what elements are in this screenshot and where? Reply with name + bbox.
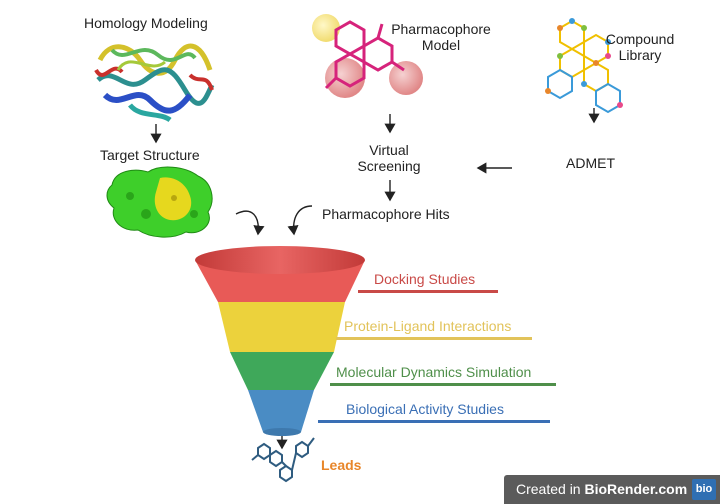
- protein-surface-image: [106, 166, 213, 238]
- stage-dynamics-underline: [330, 383, 556, 386]
- watermark-prefix: Created in: [516, 481, 585, 497]
- curved-arrow-left: [235, 210, 265, 236]
- leads-label: Leads: [321, 457, 362, 473]
- pharmacophore-hits-label: Pharmacophore Hits: [322, 206, 450, 222]
- stage-interactions-underline: [336, 337, 532, 340]
- compound-library-line-2: Library: [618, 47, 662, 63]
- funnel-rim: [195, 246, 365, 274]
- curved-arrow-right: [287, 205, 313, 236]
- pharmacophore-model-line-1: Pharmacophore: [391, 21, 491, 37]
- biorender-logo-icon: bio: [692, 479, 716, 500]
- admet-label: ADMET: [566, 155, 615, 171]
- compound-library-line-1: Compound: [605, 31, 675, 47]
- lead-molecules-image: [251, 437, 315, 483]
- homology-modeling-label: Homology Modeling: [84, 15, 208, 31]
- stage-activity-underline: [318, 420, 550, 423]
- stage-interactions-label: Protein-Ligand Interactions: [344, 318, 512, 334]
- stage-docking-label: Docking Studies: [374, 271, 476, 287]
- virtual-screening-line-2: Screening: [357, 158, 421, 174]
- virtual-screening-label: Virtual Screening: [344, 142, 434, 174]
- compound-library-atoms: [545, 18, 623, 108]
- target-structure-label: Target Structure: [100, 147, 200, 163]
- biorender-watermark[interactable]: Created in BioRender.com bio: [504, 475, 720, 504]
- funnel-section-activity: [248, 390, 314, 432]
- pharmacophore-model-line-2: Model: [421, 37, 461, 53]
- ribbon-protein-image: [94, 43, 215, 123]
- compound-library-label: Compound Library: [598, 31, 682, 63]
- watermark-brand: BioRender.com: [584, 481, 688, 497]
- virtual-screening-line-1: Virtual: [369, 142, 409, 158]
- pharmacophore-model-image: [312, 14, 423, 98]
- stage-activity-label: Biological Activity Studies: [346, 401, 504, 417]
- stage-dynamics-label: Molecular Dynamics Simulation: [336, 364, 532, 380]
- funnel-section-dynamics: [230, 352, 334, 390]
- funnel-section-interactions: [218, 302, 345, 352]
- pharmacophore-model-label: Pharmacophore Model: [388, 21, 494, 53]
- stage-docking-underline: [358, 290, 498, 293]
- funnel: [195, 246, 365, 436]
